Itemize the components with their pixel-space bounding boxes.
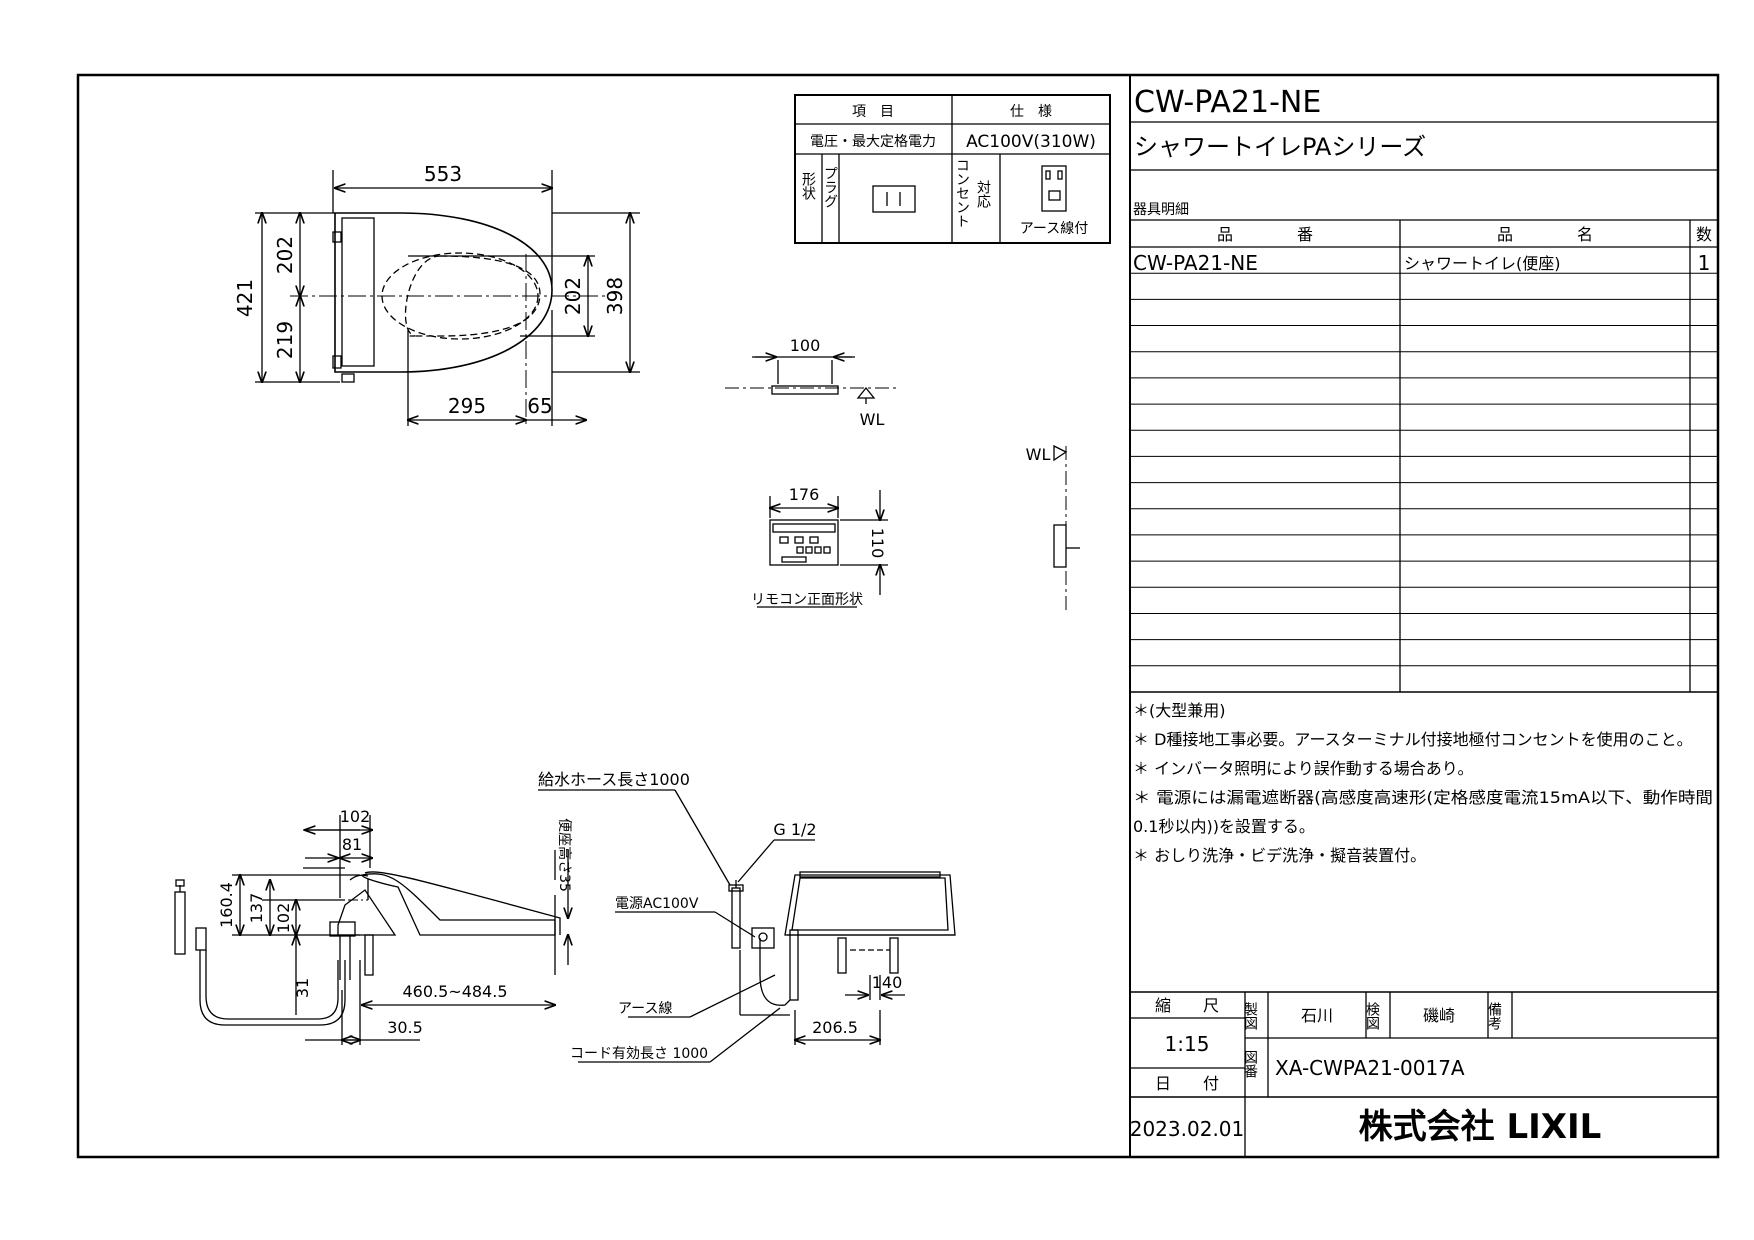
side-dim-30: 30.5 bbox=[387, 1018, 423, 1037]
spec-table bbox=[794, 94, 1111, 244]
top-bottom-b-dim: 65 bbox=[527, 394, 552, 418]
top-width-dim: 553 bbox=[424, 162, 462, 186]
checker-name: 磯崎 bbox=[1423, 1006, 1455, 1025]
outlet-label: コンセント bbox=[954, 158, 970, 228]
side-dim-31: 31 bbox=[293, 978, 312, 998]
seat-height-label: 便座高さ35 bbox=[556, 818, 573, 892]
front-dim-140: 140 bbox=[872, 973, 903, 992]
series-name: シャワートイレPAシリーズ bbox=[1134, 133, 1426, 161]
side-dim-102: 102 bbox=[340, 807, 371, 826]
support-label: 対応 bbox=[975, 180, 991, 209]
top-lower-dim: 219 bbox=[273, 321, 297, 359]
remote-holder bbox=[725, 357, 900, 404]
top-view bbox=[255, 170, 640, 426]
holder-width-dim: 100 bbox=[790, 336, 821, 355]
note-line: ＊ D種接地工事必要。アースターミナル付接地極付コンセントを使用のこと。 bbox=[1133, 730, 1693, 749]
note-line: ＊ おしり洗浄・ビデ洗浄・擬音装置付。 bbox=[1133, 846, 1426, 865]
remote-caption: リモコン正面形状 bbox=[751, 592, 863, 608]
side-view bbox=[174, 789, 731, 1045]
holder-wl: WL bbox=[860, 410, 885, 429]
drawing-number: XA-CWPA21-0017A bbox=[1275, 1056, 1465, 1080]
date-value: 2023.02.01 bbox=[1130, 1117, 1245, 1141]
top-upper-dim: 202 bbox=[273, 236, 297, 274]
footer-lines bbox=[1130, 991, 1718, 1157]
side-dim-81: 81 bbox=[342, 835, 362, 854]
side-dim-137: 137 bbox=[247, 893, 266, 924]
col-part-no: 品 番 bbox=[1217, 225, 1313, 244]
top-right-dim: 398 bbox=[603, 277, 627, 315]
made-label: 製図 bbox=[1242, 1002, 1258, 1030]
power-value: AC100V(310W) bbox=[966, 132, 1096, 152]
front-dim-206: 206.5 bbox=[812, 1018, 858, 1037]
remark-label: 備考 bbox=[1486, 1002, 1502, 1030]
col-qty: 数 bbox=[1696, 225, 1712, 244]
date-label: 日 付 bbox=[1155, 1074, 1219, 1093]
side-range-dim: 460.5~484.5 bbox=[402, 982, 507, 1001]
side-dim-102b: 102 bbox=[274, 903, 293, 934]
sheet-border bbox=[76, 73, 1720, 1159]
front-view bbox=[578, 839, 956, 1063]
note-line: 0.1秒以内))を設置する。 bbox=[1133, 817, 1315, 836]
g-label: G 1/2 bbox=[773, 820, 816, 839]
note-line: ＊ 電源には漏電遮断器(高感度高速形(定格感度電流15mA以下、動作時間 bbox=[1133, 788, 1713, 807]
remote-width-dim: 176 bbox=[789, 485, 820, 504]
row1-name: シャワートイレ(便座) bbox=[1404, 254, 1561, 273]
cord-leader-label: コード有効長さ 1000 bbox=[570, 1046, 708, 1062]
row1-qty: 1 bbox=[1698, 251, 1711, 275]
side-wl: WL bbox=[1026, 445, 1051, 464]
details-label: 器具明細 bbox=[1133, 202, 1189, 218]
remote-side bbox=[1053, 444, 1080, 610]
power-label: 電圧・最大定格電力 bbox=[810, 134, 936, 150]
note-line: ＊ インバータ照明により誤作動する場合あり。 bbox=[1133, 759, 1473, 778]
power-leader-label: 電源AC100V bbox=[615, 896, 699, 912]
shape-label: 形状 bbox=[800, 172, 816, 200]
note-line: ＊(大型兼用) bbox=[1133, 701, 1226, 720]
plug-label: プラグ bbox=[822, 166, 838, 208]
check-label: 検図 bbox=[1364, 1002, 1380, 1030]
remote-front bbox=[757, 490, 888, 608]
detail-rows bbox=[1130, 272, 1718, 667]
row1-part-no: CW-PA21-NE bbox=[1133, 251, 1258, 275]
top-inner-dim: 202 bbox=[561, 277, 585, 315]
scale-value: 1:15 bbox=[1165, 1032, 1210, 1056]
title-block-lines bbox=[1130, 121, 1718, 692]
side-dim-160: 160.4 bbox=[217, 882, 236, 928]
top-bottom-a-dim: 295 bbox=[448, 394, 486, 418]
company-name: 株式会社 LIXIL bbox=[1359, 1107, 1602, 1147]
scale-label: 縮 尺 bbox=[1155, 996, 1219, 1015]
maker-name: 石川 bbox=[1301, 1006, 1333, 1025]
earth-label: アース線付 bbox=[1020, 221, 1088, 237]
spec-header-spec: 仕 様 bbox=[1010, 104, 1052, 120]
remote-height-dim: 110 bbox=[868, 528, 887, 559]
earth-leader-label: アース線 bbox=[618, 1001, 672, 1017]
hose-label: 給水ホース長さ1000 bbox=[538, 770, 690, 789]
top-total-height-dim: 421 bbox=[233, 279, 257, 317]
model-number: CW-PA21-NE bbox=[1134, 85, 1321, 120]
col-name: 品 名 bbox=[1497, 225, 1593, 244]
spec-header-item: 項 目 bbox=[852, 104, 894, 120]
drawing-label: 図番 bbox=[1242, 1050, 1258, 1078]
